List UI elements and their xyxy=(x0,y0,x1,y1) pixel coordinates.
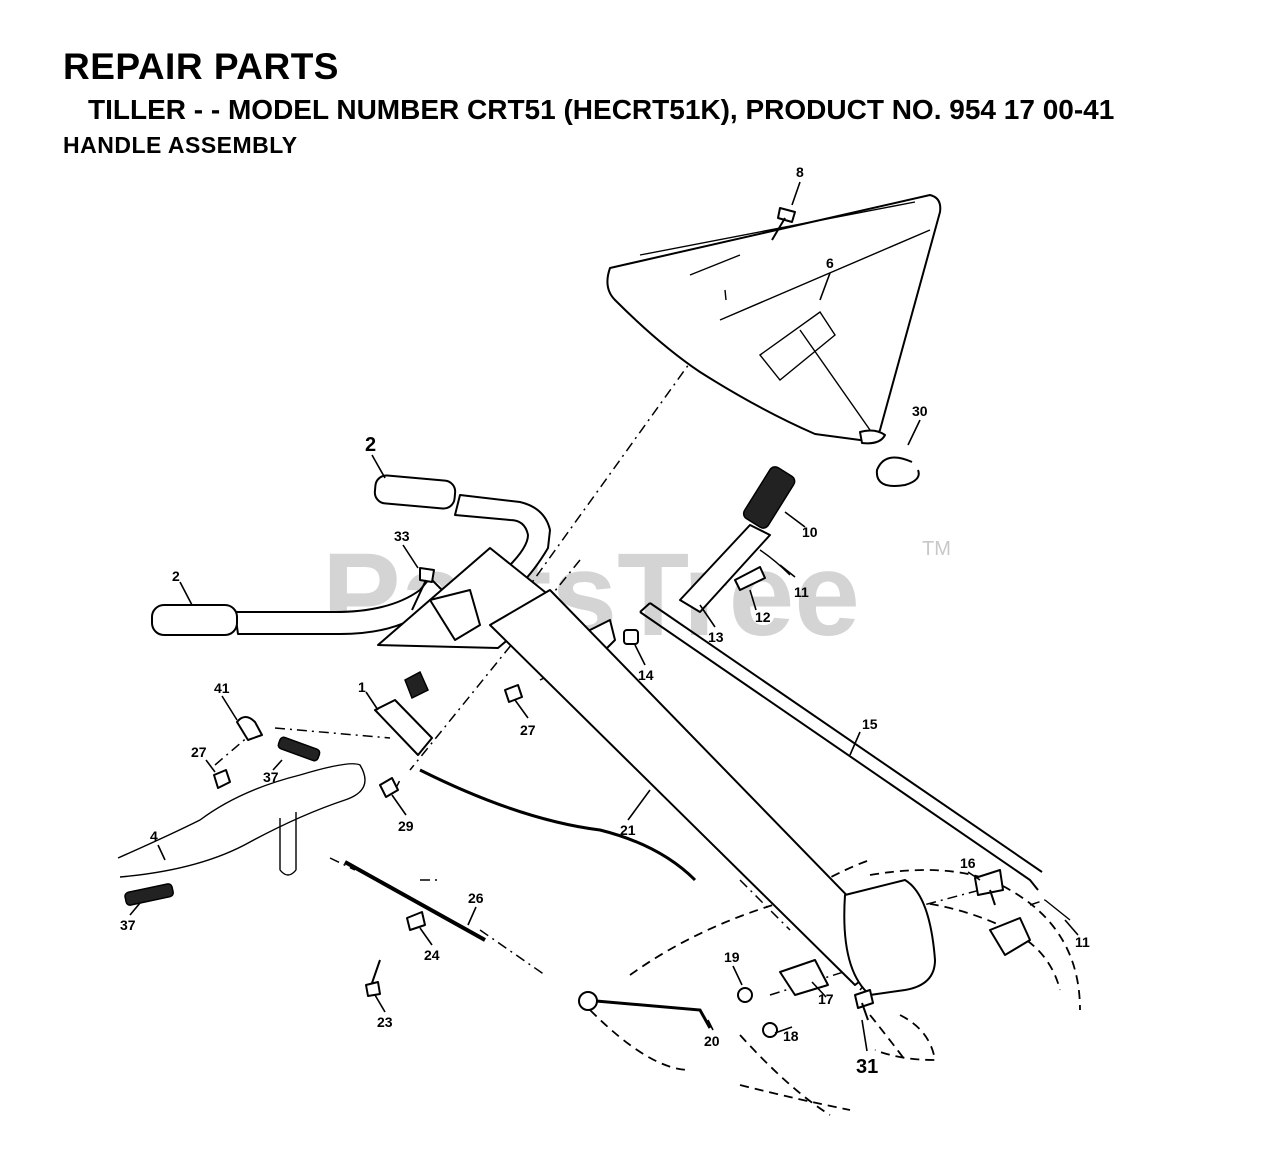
part-24-clamp xyxy=(406,911,426,931)
part-29-clip xyxy=(379,777,399,798)
section-heading: HANDLE ASSEMBLY xyxy=(63,132,298,158)
callout-41: 41 xyxy=(214,680,230,696)
part-4-bracket xyxy=(279,812,297,876)
part-6-tip xyxy=(859,429,886,445)
callout-37-upper: 37 xyxy=(263,769,279,785)
part-18-nut xyxy=(762,1022,778,1038)
callout-13: 13 xyxy=(708,629,724,645)
part-33-bolt xyxy=(411,567,435,611)
part-15-rod-edge xyxy=(649,602,1043,873)
part-19-washer xyxy=(737,987,753,1003)
part-2-grip-lower xyxy=(151,604,238,636)
part-1-throttle-knob xyxy=(404,670,429,700)
callout-33: 33 xyxy=(394,528,410,544)
callout-26: 26 xyxy=(468,890,484,906)
alignment-line xyxy=(329,857,356,871)
callout-21: 21 xyxy=(620,822,636,838)
part-12-bolt xyxy=(734,566,766,591)
part-8-screw xyxy=(771,207,796,241)
callout-1: 1 xyxy=(358,679,366,695)
callout-24: 24 xyxy=(424,947,440,963)
callout-27-center: 27 xyxy=(520,722,536,738)
part-11-pin-lower xyxy=(1044,899,1071,921)
callout-15: 15 xyxy=(862,716,878,732)
alignment-line xyxy=(214,734,251,766)
part-37-grip-lower xyxy=(124,883,174,906)
callout-27-left: 27 xyxy=(191,744,207,760)
part-6-console xyxy=(606,194,942,441)
callout-29: 29 xyxy=(398,818,414,834)
part-15-rod-end xyxy=(639,602,651,613)
part-37-grip-upper xyxy=(277,736,321,762)
callout-30: 30 xyxy=(912,403,928,419)
part-2-grip-upper xyxy=(373,474,457,510)
part-31-screw xyxy=(854,989,874,1021)
part-20-knob xyxy=(578,991,598,1011)
callout-2-lower: 2 xyxy=(172,568,180,584)
callout-19: 19 xyxy=(724,949,740,965)
callout-16: 16 xyxy=(960,855,976,871)
callout-4: 4 xyxy=(150,828,158,844)
callout-11-upper: 11 xyxy=(794,584,809,600)
callout-12: 12 xyxy=(755,609,771,625)
callout-10: 10 xyxy=(802,524,818,540)
callout-11-lower: 11 xyxy=(1075,934,1090,950)
part-4-bar xyxy=(117,763,366,878)
part-41-clip xyxy=(236,716,263,741)
throttle-cable xyxy=(419,768,697,882)
part-16-bracket xyxy=(989,917,1031,956)
part-26-cable xyxy=(344,860,486,942)
part-15-rod xyxy=(639,611,1039,891)
callout-6: 6 xyxy=(826,255,834,271)
tiller-body-outline xyxy=(739,1034,831,1116)
tiller-body-outline xyxy=(874,1014,937,1061)
part-6-slot xyxy=(689,254,741,301)
tiller-body-outline xyxy=(869,1014,906,1061)
part-10-grip xyxy=(742,466,796,529)
callout-20: 20 xyxy=(704,1033,720,1049)
alignment-line xyxy=(479,929,546,976)
alignment-line xyxy=(274,727,391,739)
handle-mount-bracket xyxy=(429,589,481,641)
callout-8: 8 xyxy=(796,164,804,180)
callout-18: 18 xyxy=(783,1028,799,1044)
part-1-throttle-bracket xyxy=(374,699,433,756)
callout-17: 17 xyxy=(818,991,834,1007)
part-11-pin xyxy=(759,549,791,576)
page-title: REPAIR PARTS xyxy=(63,46,339,87)
part-21-tube-foot xyxy=(843,879,936,996)
callout-23: 23 xyxy=(377,1014,393,1030)
callout-2-upper: 2 xyxy=(365,434,376,456)
callout-37-lower: 37 xyxy=(120,917,136,933)
alignment-line xyxy=(904,889,981,911)
watermark-trademark: TM xyxy=(922,538,951,560)
part-27-nut-center xyxy=(504,684,523,703)
tiller-body-outline xyxy=(899,899,1061,991)
part-14-nut xyxy=(623,629,639,645)
tiller-body-outline xyxy=(589,1009,691,1071)
part-13-lever xyxy=(679,524,771,613)
alignment-line xyxy=(769,969,851,996)
part-27-nut-left xyxy=(213,769,231,789)
model-subtitle: TILLER - - MODEL NUMBER CRT51 (HECRT51K)… xyxy=(88,94,1115,125)
part-6-console-detail xyxy=(639,201,931,431)
part-23-screw xyxy=(365,959,381,997)
callout-31: 31 xyxy=(856,1056,878,1078)
callout-14: 14 xyxy=(638,667,654,683)
part-16-bolt xyxy=(974,869,1004,906)
tiller-body-outline xyxy=(629,859,871,976)
part-20-shift-rod xyxy=(595,999,712,1029)
part-30-ring xyxy=(875,456,920,487)
part-17-gear xyxy=(779,959,829,996)
tiller-body-outline xyxy=(869,869,1081,1011)
alignment-line xyxy=(1029,899,1046,906)
